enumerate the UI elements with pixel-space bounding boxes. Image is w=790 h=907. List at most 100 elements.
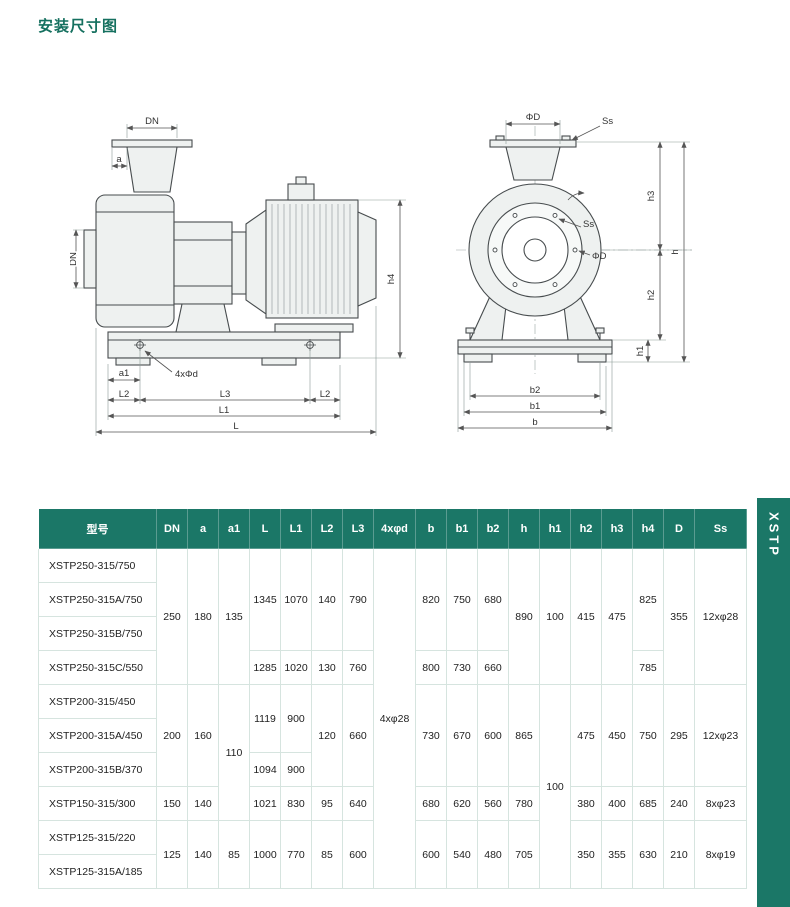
dim-cell: 560 [477,786,509,821]
table-row: XSTP250-315B/750 [38,616,747,651]
fan-cover [357,211,377,307]
dim-cell: 480 [477,820,509,889]
column-header: h1 [539,508,571,549]
dim-cell: 125 [156,820,188,889]
dim-cell: 400 [601,786,633,821]
dim-cell: 785 [632,650,664,685]
column-header: h2 [570,508,602,549]
column-header: b2 [477,508,509,549]
dim-cell: 415 [570,548,602,685]
dim-cell: 4xφ28 [373,548,416,889]
dim-cell: 12xφ23 [694,684,747,787]
dim-label-l1: L1 [219,405,230,416]
dim-cell: 475 [570,684,602,787]
model-cell: XSTP200-315B/370 [38,752,157,787]
dim-cell: 85 [311,820,343,889]
pump-side-view-drawing: DN a DN h4 a1 4xΦd L2 L3 L2 L1 L [70,116,406,436]
dim-cell: 8xφ19 [694,820,747,889]
dim-label-dn-left: DN [70,252,79,266]
dim-label-dn-top: DN [145,116,159,127]
volute-casing [468,183,602,317]
dim-cell: 140 [187,786,219,821]
dim-cell: 790 [342,548,374,651]
column-header: L1 [280,508,312,549]
table-row: XSTP125-315A/185 [38,854,747,889]
dim-cell: 830 [280,786,312,821]
dim-label-a1: a1 [119,368,130,379]
table-row: XSTP250-315A/750 [38,582,747,617]
dim-label-h3: h3 [646,191,657,202]
dim-cell: 1020 [280,650,312,685]
model-cell: XSTP125-315A/185 [38,854,157,889]
dim-cell: 1094 [249,752,281,787]
dim-cell: 355 [601,820,633,889]
dim-cell: 705 [508,820,540,889]
dim-cell: 135 [218,548,250,685]
suction-eye [83,229,97,289]
dim-cell: 865 [508,684,540,787]
dim-label-ss-top: Ss [602,116,613,127]
dim-label-h4: h4 [386,274,397,285]
dim-cell: 130 [311,650,343,685]
dim-cell: 380 [570,786,602,821]
dim-cell: 640 [342,786,374,821]
dim-label-bolt-note: 4xΦd [175,369,198,380]
bearing-bracket [173,221,233,333]
dim-label-l2-left: L2 [119,389,130,400]
dim-cell: 760 [342,650,374,685]
column-header: b [415,508,447,549]
dim-label-h2: h2 [646,290,657,301]
dim-cell: 660 [477,650,509,685]
dim-cell: 730 [415,684,447,787]
dim-cell: 1345 [249,548,281,651]
dim-label-phid-top: ΦD [526,112,541,123]
dim-label-h: h [670,249,681,254]
model-cell: XSTP250-315/750 [38,548,157,583]
page-title: 安装尺寸图 [38,18,119,35]
dim-cell: 140 [311,548,343,651]
dim-label-a: a [116,154,122,165]
dim-cell: 600 [415,820,447,889]
motor [245,176,377,333]
dim-cell: 210 [663,820,695,889]
dim-cell: 820 [415,548,447,651]
dim-cell: 12xφ28 [694,548,747,685]
dim-cell: 120 [311,684,343,787]
dim-cell: 295 [663,684,695,787]
dim-cell: 100 [539,684,571,889]
dim-cell: 100 [539,548,571,685]
series-side-tab-label: XSTP [766,512,782,558]
dim-cell: 750 [632,684,664,787]
pump-front-view-drawing: ΦD Ss Ss ΦD h3 h2 h1 h b2 b1 b [456,112,692,432]
dim-cell: 1070 [280,548,312,651]
dim-cell: 355 [663,548,695,685]
dim-cell: 150 [156,786,188,821]
dim-cell: 200 [156,684,188,787]
motor-cooling-fins [271,204,351,314]
coupling [231,231,247,295]
dim-cell: 1285 [249,650,281,685]
dim-cell: 600 [477,684,509,787]
dim-cell: 800 [415,650,447,685]
table-row: XSTP200-315A/450 [38,718,747,753]
dim-cell: 780 [508,786,540,821]
dim-cell: 140 [187,820,219,889]
dim-label-l2-right: L2 [320,389,331,400]
dim-cell: 250 [156,548,188,685]
discharge-flange [489,135,577,181]
dim-cell: 620 [446,786,478,821]
model-cell: XSTP250-315A/750 [38,582,157,617]
dim-label-b2: b2 [530,385,541,396]
motor-feet [274,323,354,333]
dim-label-l: L [233,421,238,432]
pump-front-assembly [457,135,613,363]
column-header: b1 [446,508,478,549]
dim-cell: 630 [632,820,664,889]
column-header: L [249,508,281,549]
